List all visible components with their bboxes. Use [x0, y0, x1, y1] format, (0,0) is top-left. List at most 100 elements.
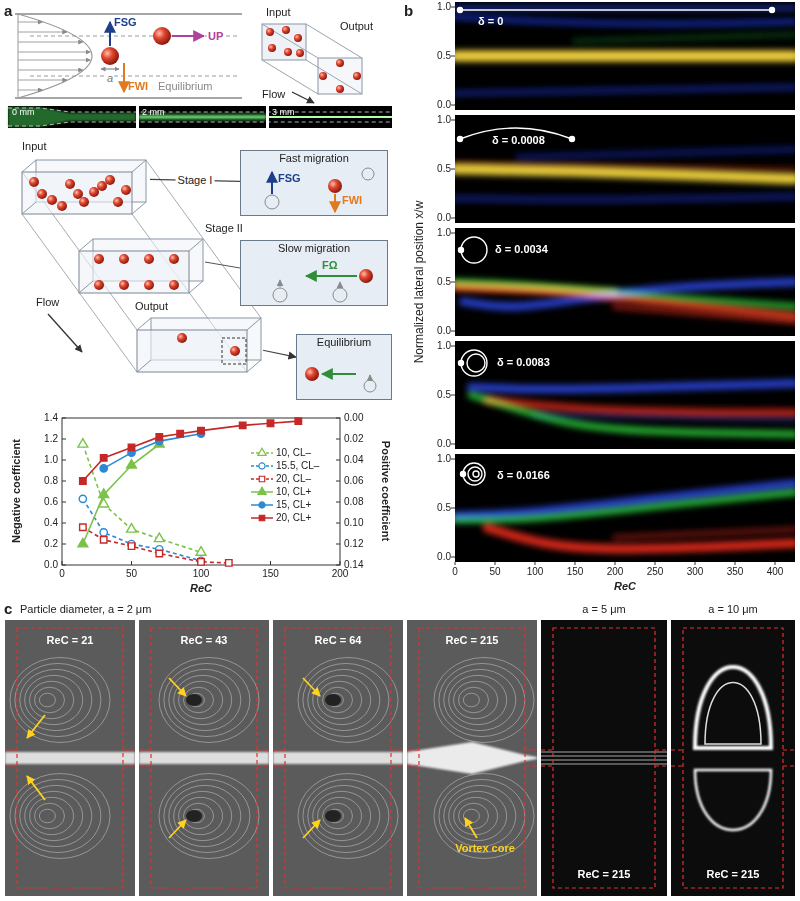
node-heading: Fast migration — [279, 152, 349, 165]
channel-cross-section — [22, 160, 146, 214]
streak-image — [407, 620, 537, 896]
streak-image — [308, 669, 380, 730]
channel-schematic — [18, 32, 67, 33]
heatmap-panel — [451, 331, 455, 332]
streak-image — [325, 810, 341, 822]
streak-image — [525, 765, 537, 766]
legend-entry: 15.5, CL– — [250, 460, 319, 472]
streak-image — [541, 764, 667, 765]
coefficient-chart — [336, 481, 340, 482]
heatmap-panel — [455, 6, 795, 10]
tick-label: 0.0 — [437, 438, 451, 450]
channel-schematic — [30, 76, 240, 77]
channel-cross-section — [137, 360, 151, 372]
data-series — [83, 499, 201, 561]
heatmap-panel — [455, 285, 615, 292]
streak-image — [407, 742, 537, 774]
streak-image — [705, 683, 761, 745]
legend-sample — [259, 463, 265, 469]
channel-cross-section — [177, 333, 187, 343]
tick-label: 0 — [59, 568, 65, 580]
streak-images — [5, 620, 795, 896]
heatmap-panel — [455, 149, 795, 199]
streak-image — [325, 694, 341, 706]
heatmap-panel — [455, 53, 795, 59]
heatmap-panel — [455, 492, 795, 519]
legend-entry: 20, CL+ — [250, 512, 311, 524]
channel-cross-section — [97, 181, 107, 191]
streak-image — [541, 620, 667, 896]
streak-image — [25, 791, 83, 840]
channel-schematic — [153, 27, 171, 45]
data-series — [80, 478, 86, 484]
migration-heatmaps — [535, 562, 536, 565]
channel-stages — [222, 338, 246, 364]
channel-curvature-icon — [459, 237, 488, 263]
tick-label: 0.5 — [437, 276, 451, 288]
tick-label: 1.0 — [437, 340, 451, 352]
fluorescence-strip — [8, 106, 392, 128]
channel-curvature-icon — [458, 8, 463, 13]
streak-image — [323, 687, 353, 713]
data-series — [267, 420, 273, 426]
channel-schematic — [18, 14, 92, 98]
streak-image — [169, 785, 241, 846]
channel-curvature-icon — [458, 8, 775, 13]
streak-image — [30, 681, 74, 718]
coefficient-chart — [336, 565, 340, 566]
streak-image — [15, 779, 101, 852]
channel-cross-section — [189, 239, 203, 251]
channel-schematic — [172, 35, 204, 37]
legend-sample — [250, 486, 276, 498]
heatmap-panel — [455, 282, 795, 307]
channel-schematic — [15, 14, 242, 98]
data-series — [99, 489, 109, 498]
inset-figure — [279, 280, 280, 287]
coefficient-chart — [62, 439, 66, 440]
migration-heatmaps — [455, 562, 456, 565]
streak-image — [303, 663, 389, 736]
coefficient-chart — [62, 418, 340, 565]
inset-figure — [265, 195, 279, 209]
heatmap-panel — [455, 17, 795, 24]
streak-image — [454, 681, 498, 718]
channel-prism — [262, 24, 306, 60]
coefficient-chart — [62, 565, 66, 566]
reynolds-label: ReC = 215 — [446, 634, 499, 647]
legend-sample — [250, 447, 276, 459]
channel-cross-section — [189, 281, 203, 293]
heatmap-panel — [451, 557, 455, 558]
channel-prism — [292, 92, 314, 103]
heatmap-panel — [455, 87, 795, 93]
data-series — [78, 439, 164, 547]
tick-label: 1.0 — [437, 114, 451, 126]
legend-entry: 15, CL+ — [250, 499, 311, 511]
channel-curvature-icon — [461, 237, 487, 263]
tick-label: 100 — [193, 568, 210, 580]
curvature-label: δ = 0.0034 — [495, 243, 548, 256]
streak-image — [683, 628, 783, 888]
streak-image — [174, 791, 232, 840]
channel-prism — [296, 49, 304, 57]
node-heading: Output — [135, 300, 168, 313]
fluorescence-strip — [8, 122, 392, 126]
streak-image — [139, 752, 269, 764]
heatmap-panel — [455, 8, 795, 93]
channel-schematic — [18, 42, 83, 43]
data-series — [100, 430, 205, 472]
inset-figure — [306, 275, 357, 277]
legend-text: 15.5, CL– — [276, 460, 319, 471]
streak-image — [5, 749, 17, 750]
streak-image — [30, 797, 74, 834]
channel-prism — [319, 72, 327, 80]
channel-cross-section — [29, 177, 39, 187]
streak-image — [541, 752, 667, 753]
streak-image — [463, 693, 479, 707]
migration-heatmaps — [695, 562, 696, 565]
streak-image — [186, 810, 202, 822]
channel-curvature-icon — [459, 361, 464, 366]
channel-cross-section — [47, 195, 57, 205]
channel-cross-section — [79, 239, 203, 293]
streak-image — [434, 658, 534, 743]
